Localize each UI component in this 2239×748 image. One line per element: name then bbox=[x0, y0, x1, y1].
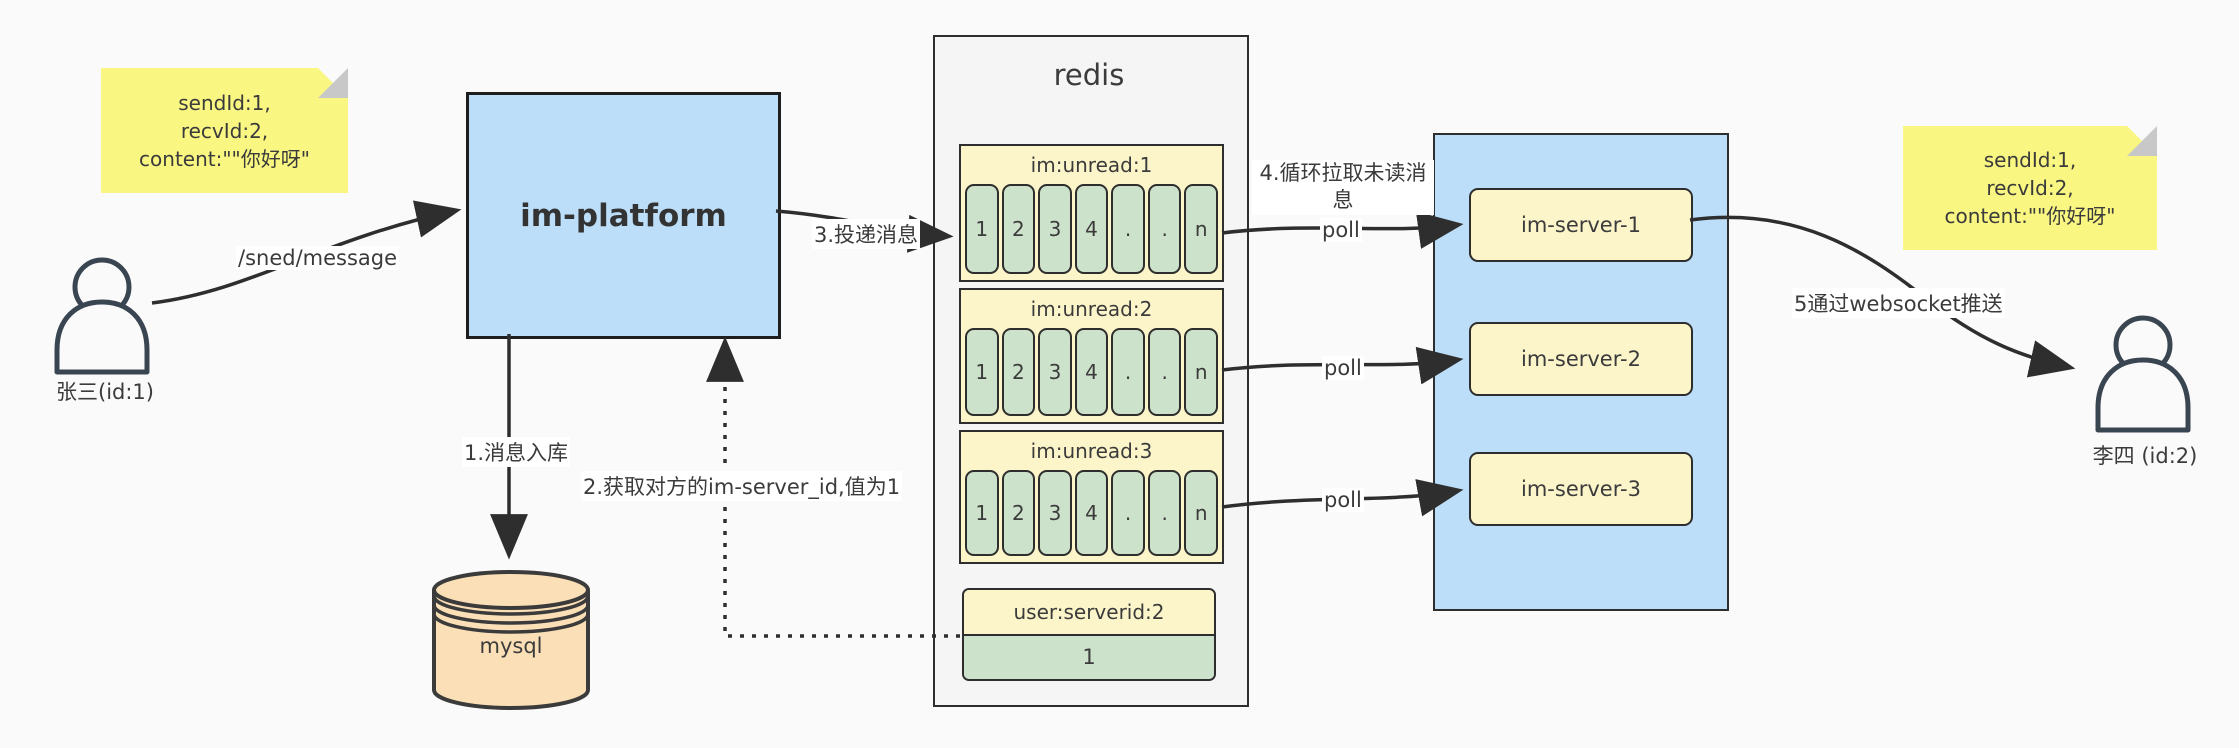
list-cell: 1 bbox=[965, 328, 999, 416]
im-platform-label: im-platform bbox=[520, 197, 727, 234]
sender-label: 张三(id:1) bbox=[56, 380, 154, 404]
list-cell: 4 bbox=[1074, 184, 1109, 274]
edge-label-step4: 4.循环拉取未读消息 bbox=[1252, 160, 1434, 215]
edge-label-step1: 1.消息入库 bbox=[462, 437, 571, 467]
redis-list-unread-2-cells: 1 2 3 4 . . n bbox=[961, 328, 1222, 422]
sticky-note-right-fold-icon bbox=[2127, 126, 2157, 156]
list-cell: n bbox=[1184, 470, 1219, 556]
redis-list-unread-3-header: im:unread:3 bbox=[1030, 439, 1153, 463]
im-server-2-node: im-server-2 bbox=[1469, 322, 1693, 396]
im-platform-node: im-platform bbox=[466, 92, 781, 339]
list-cell: 1 bbox=[965, 470, 999, 556]
redis-list-unread-1: im:unread:1 1 2 3 4 . . n bbox=[959, 144, 1224, 282]
edge-label-step5: 5通过websocket推送 bbox=[1792, 288, 2005, 318]
redis-kv-header: user:serverid:2 bbox=[964, 590, 1214, 636]
list-cell: . bbox=[1111, 328, 1145, 416]
list-cell: . bbox=[1111, 184, 1145, 274]
redis-list-unread-3: im:unread:3 1 2 3 4 . . n bbox=[959, 430, 1224, 564]
list-cell: 4 bbox=[1074, 328, 1109, 416]
list-cell: 4 bbox=[1074, 470, 1109, 556]
edge-label-send-message: /sned/message bbox=[236, 246, 400, 270]
im-server-1-label: im-server-1 bbox=[1521, 213, 1641, 237]
sticky-note-left: sendId:1, recvId:2, content:""你好呀" bbox=[101, 68, 348, 193]
redis-list-unread-2-header: im:unread:2 bbox=[1030, 297, 1153, 321]
list-cell: 1 bbox=[965, 184, 999, 274]
im-server-3-label: im-server-3 bbox=[1521, 477, 1641, 501]
list-cell: n bbox=[1184, 328, 1219, 416]
list-cell: . bbox=[1147, 328, 1182, 416]
list-cell: 2 bbox=[1001, 328, 1036, 416]
redis-list-unread-1-header: im:unread:1 bbox=[1030, 153, 1153, 177]
mysql-label: mysql bbox=[479, 634, 543, 658]
redis-list-unread-3-cells: 1 2 3 4 . . n bbox=[961, 470, 1222, 562]
receiver-person-icon bbox=[2095, 315, 2191, 433]
edge-label-poll-2: poll bbox=[1322, 356, 1364, 380]
im-server-3-node: im-server-3 bbox=[1469, 452, 1693, 526]
sticky-note-left-text: sendId:1, recvId:2, content:""你好呀" bbox=[139, 90, 310, 171]
im-server-2-label: im-server-2 bbox=[1521, 347, 1641, 371]
edge-label-step2: 2.获取对方的im-server_id,值为1 bbox=[581, 471, 903, 501]
list-cell: 2 bbox=[1001, 470, 1036, 556]
redis-title: redis bbox=[1053, 58, 1125, 92]
list-cell: . bbox=[1111, 470, 1145, 556]
sender-person-icon bbox=[54, 257, 150, 375]
list-cell: . bbox=[1147, 470, 1182, 556]
redis-list-unread-1-cells: 1 2 3 4 . . n bbox=[961, 184, 1222, 280]
im-server-1-node: im-server-1 bbox=[1469, 188, 1693, 262]
list-cell: n bbox=[1184, 184, 1219, 274]
sticky-note-left-fold-icon bbox=[318, 68, 348, 98]
list-cell: 3 bbox=[1038, 184, 1072, 274]
sticky-note-right-text: sendId:1, recvId:2, content:""你好呀" bbox=[1944, 148, 2116, 228]
edge-label-poll-1: poll bbox=[1320, 218, 1362, 242]
list-cell: . bbox=[1147, 184, 1182, 274]
redis-kv-value: 1 bbox=[964, 635, 1214, 679]
list-cell: 3 bbox=[1038, 470, 1072, 556]
receiver-label: 李四 (id:2) bbox=[2092, 444, 2198, 468]
sticky-note-right: sendId:1, recvId:2, content:""你好呀" bbox=[1903, 126, 2157, 250]
list-cell: 2 bbox=[1001, 184, 1036, 274]
edge-label-step3: 3.投递消息 bbox=[812, 219, 921, 249]
redis-kv-user-serverid: user:serverid:2 1 bbox=[962, 588, 1216, 681]
redis-list-unread-2: im:unread:2 1 2 3 4 . . n bbox=[959, 288, 1224, 424]
edge-label-poll-3: poll bbox=[1322, 488, 1364, 512]
list-cell: 3 bbox=[1038, 328, 1072, 416]
